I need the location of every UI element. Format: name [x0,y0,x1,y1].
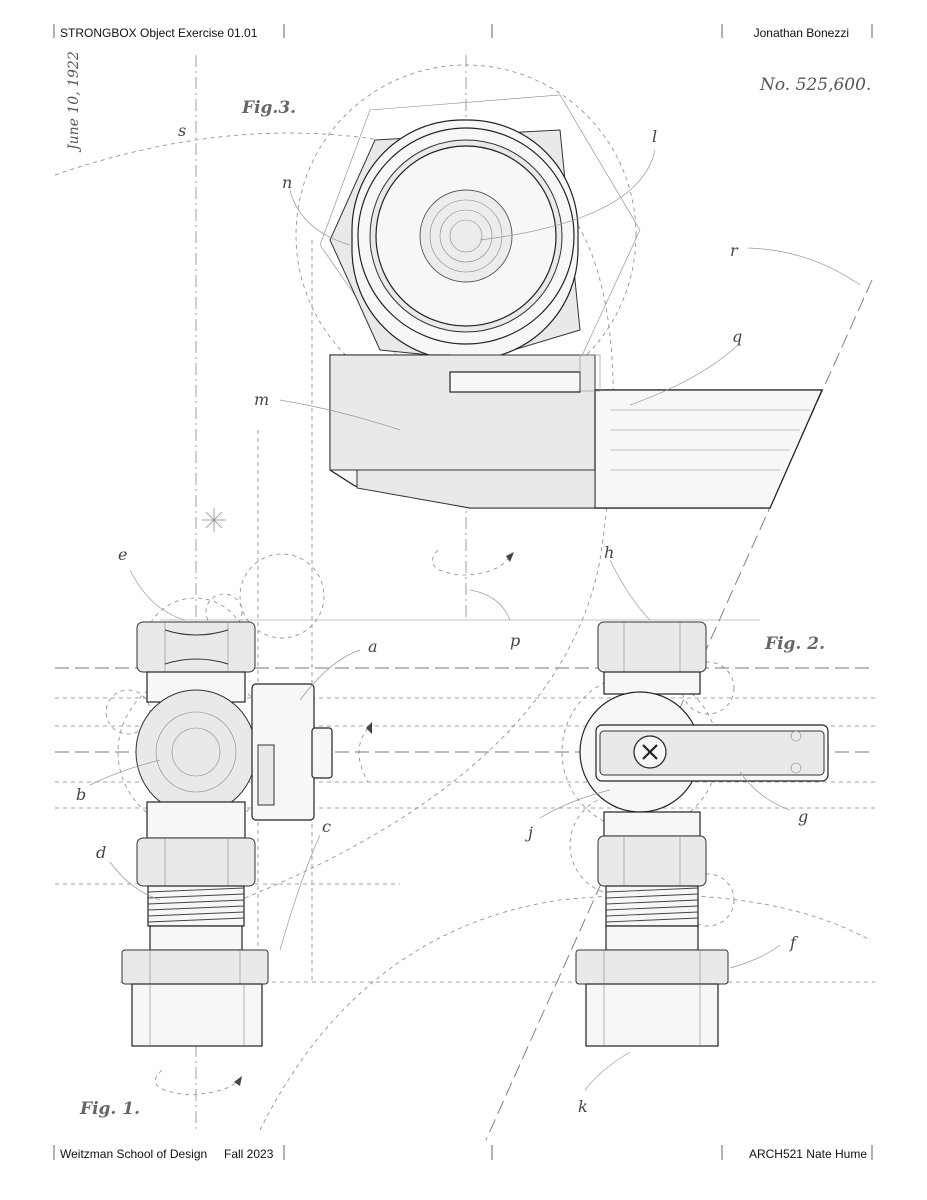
fig2-title: Fig. 2. [764,634,825,654]
crop-marks [53,24,873,1160]
patent-date: June 10, 1922 [66,51,82,153]
label-q: q [732,327,742,346]
fig2-front-view [575,621,829,1047]
author-name: Jonathan Bonezzi [753,26,849,40]
fig3-top-view [319,94,823,509]
exercise-title: STRONGBOX Object Exercise 01.01 [60,26,258,40]
label-f: f [789,933,799,952]
patent-number: No. 525,600. [759,75,871,95]
fig1-side-view [121,621,333,1047]
label-k: k [578,1097,588,1116]
label-h: h [604,543,614,562]
label-m: m [254,390,269,409]
term: Fall 2023 [224,1147,274,1161]
label-s: s [178,121,186,140]
label-b: b [76,785,86,804]
course-instructor: ARCH521 Nate Hume [748,1147,867,1161]
label-a: a [368,637,378,656]
school-name: Weitzman School of Design [60,1147,208,1161]
label-n: n [282,173,292,192]
label-r: r [730,241,739,260]
label-l: l [652,127,657,146]
label-e: e [118,545,127,564]
leader-lines [89,149,861,1091]
label-p: p [510,631,520,650]
label-g: g [798,807,808,826]
label-d: d [96,843,106,862]
label-j: j [525,823,533,842]
fig3-title: Fig.3. [241,98,296,118]
fig1-title: Fig. 1. [79,1099,140,1119]
label-c: c [322,817,331,836]
